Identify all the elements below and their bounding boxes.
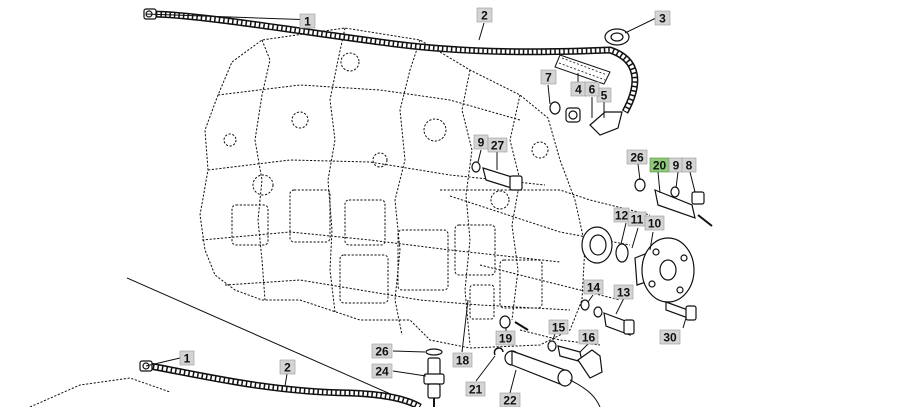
- callout-4: 4: [570, 81, 587, 97]
- housing-lower-partial: [29, 377, 171, 407]
- callout-26-right: 26: [626, 149, 648, 165]
- callout-1-top: 1: [299, 13, 316, 29]
- callout-16: 16: [578, 329, 599, 345]
- svg-text:9: 9: [478, 136, 485, 150]
- svg-text:4: 4: [575, 83, 582, 97]
- filter-22: [504, 350, 601, 407]
- callout-26-bottom: 26: [371, 343, 393, 359]
- callout-15: 15: [548, 319, 569, 335]
- hose-bottom: [139, 360, 422, 407]
- svg-text:30: 30: [663, 331, 677, 345]
- svg-text:5: 5: [601, 89, 608, 103]
- svg-text:15: 15: [552, 321, 566, 335]
- svg-text:8: 8: [686, 159, 693, 173]
- callout-9-right: 9: [668, 157, 684, 173]
- svg-text:18: 18: [456, 354, 470, 368]
- seal-ring-12: [581, 226, 613, 264]
- svg-text:2: 2: [284, 361, 291, 375]
- svg-text:14: 14: [587, 281, 601, 295]
- callout-22: 22: [499, 392, 521, 407]
- svg-text:22: 22: [503, 394, 517, 407]
- hose-sleeve: [554, 54, 611, 85]
- sensor-13: [593, 306, 635, 336]
- svg-text:1: 1: [304, 15, 311, 29]
- section-divider-line: [126, 277, 421, 407]
- callout-2-top: 2: [476, 7, 493, 23]
- sensor-assembly-20: [634, 178, 713, 227]
- svg-text:16: 16: [582, 331, 596, 345]
- svg-text:7: 7: [545, 71, 552, 85]
- callout-8: 8: [681, 157, 697, 173]
- svg-text:6: 6: [589, 83, 596, 97]
- bolt-30: [665, 301, 697, 321]
- svg-text:3: 3: [659, 12, 666, 26]
- clip-21: [493, 347, 504, 356]
- svg-text:13: 13: [617, 286, 631, 300]
- leader-lines: [145, 13, 696, 394]
- callout-27: 27: [487, 137, 508, 153]
- callout-2-bottom: 2: [279, 359, 296, 375]
- callout-7: 7: [540, 69, 557, 85]
- callout-20-highlighted: 20: [649, 157, 670, 173]
- o-ring-14: [580, 299, 590, 311]
- svg-text:27: 27: [491, 139, 505, 153]
- o-ring-7: [549, 101, 561, 115]
- callout-13: 13: [613, 284, 634, 300]
- hose-clamp: [604, 28, 630, 46]
- elbow-fitting: [589, 111, 623, 136]
- adapter-fitting: [565, 107, 581, 123]
- callout-30: 30: [659, 329, 681, 345]
- o-ring-11: [615, 243, 629, 263]
- callout-18: 18: [452, 352, 473, 368]
- svg-text:11: 11: [631, 213, 644, 227]
- cap-19: [499, 315, 529, 331]
- callout-19: 19: [495, 330, 516, 346]
- callout-14: 14: [583, 279, 604, 295]
- svg-text:26: 26: [630, 151, 644, 165]
- svg-text:24: 24: [375, 365, 389, 379]
- svg-text:26: 26: [375, 345, 389, 359]
- flange-hub-10: [634, 237, 695, 303]
- callout-24: 24: [371, 363, 393, 379]
- svg-text:9: 9: [673, 159, 680, 173]
- callout-3: 3: [654, 10, 671, 26]
- sensor-16: [547, 340, 603, 379]
- callout-9-left: 9: [473, 134, 489, 150]
- callout-6: 6: [584, 81, 600, 97]
- svg-text:21: 21: [469, 383, 483, 397]
- svg-text:10: 10: [648, 217, 662, 231]
- svg-text:2: 2: [481, 9, 488, 23]
- callout-21: 21: [465, 381, 486, 397]
- callout-10: 10: [644, 215, 665, 231]
- svg-text:19: 19: [499, 332, 513, 346]
- svg-text:12: 12: [615, 209, 629, 223]
- svg-text:1: 1: [184, 352, 191, 366]
- transmission-housing: [199, 27, 651, 349]
- fitting-27: [471, 161, 523, 191]
- svg-text:20: 20: [653, 159, 667, 173]
- callout-11: 11: [627, 211, 647, 227]
- callout-12: 12: [613, 207, 630, 223]
- temperature-sensor-24: [423, 348, 445, 407]
- callout-1-bottom: 1: [179, 350, 195, 366]
